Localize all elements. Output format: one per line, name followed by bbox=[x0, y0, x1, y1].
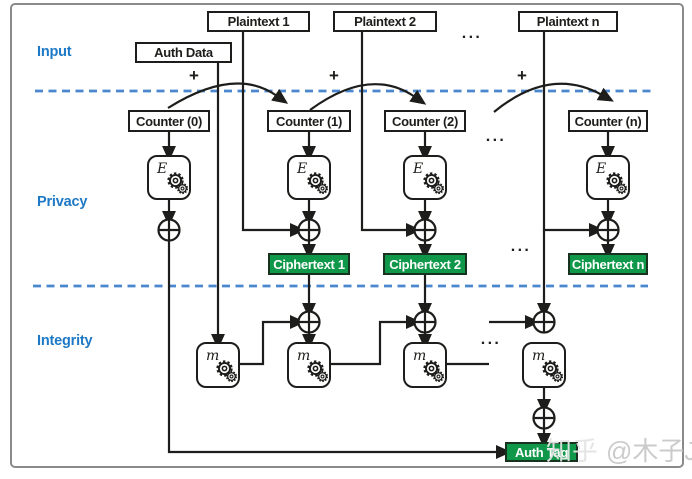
ciphertext-n-box: Ciphertext n bbox=[568, 253, 648, 275]
ellipsis: ··· bbox=[480, 335, 502, 352]
increment-arc-n bbox=[493, 82, 614, 113]
diagram-frame bbox=[10, 3, 684, 468]
encrypt-block-1: E bbox=[287, 155, 331, 200]
mac-letter: m bbox=[413, 348, 427, 364]
encrypt-block-n: E bbox=[586, 155, 630, 200]
mac-letter: m bbox=[206, 348, 220, 364]
m2-to-xor3 bbox=[331, 314, 422, 366]
section-label-privacy: Privacy bbox=[37, 194, 88, 210]
gear-icon bbox=[432, 182, 445, 195]
counter-0-box: Counter (0) bbox=[128, 110, 210, 132]
gear-icon bbox=[225, 370, 238, 383]
gear-icon bbox=[176, 182, 189, 195]
xor-icon bbox=[297, 218, 321, 242]
auth-tag-box: Auth Tag bbox=[505, 442, 578, 462]
mac-letter: m bbox=[532, 348, 546, 364]
section-label-integrity: Integrity bbox=[37, 333, 93, 349]
plaintext-1-box: Plaintext 1 bbox=[207, 11, 310, 32]
ciphertext-1-box: Ciphertext 1 bbox=[268, 253, 350, 275]
counter-n-box: Counter (n) bbox=[568, 110, 648, 132]
counter-2-box: Counter (2) bbox=[384, 110, 466, 132]
xor-icon bbox=[413, 310, 437, 334]
plaintext-n-box: Plaintext n bbox=[518, 11, 618, 32]
section-label-input: Input bbox=[37, 44, 72, 60]
watermark-handle: @木子J bbox=[606, 436, 692, 466]
ellipsis: ··· bbox=[461, 29, 483, 46]
auth-data-box: Auth Data bbox=[135, 42, 232, 63]
encrypt-letter: E bbox=[157, 161, 168, 177]
plus-sign: + bbox=[189, 66, 199, 85]
m1-to-xor2 bbox=[240, 314, 306, 366]
flow-arrows bbox=[161, 32, 616, 460]
xor-icon bbox=[413, 218, 437, 242]
gear-icon bbox=[551, 370, 564, 383]
plaintext2-line bbox=[360, 32, 422, 238]
plus-sign: + bbox=[329, 66, 339, 85]
encrypt-letter: E bbox=[297, 161, 308, 177]
plaintext-2-box: Plaintext 2 bbox=[333, 11, 437, 32]
increment-arc-1 bbox=[167, 82, 289, 109]
plus-sign: + bbox=[517, 66, 527, 85]
xor-icon bbox=[532, 310, 556, 334]
mac-block-3: m bbox=[403, 342, 447, 388]
encrypt-letter: E bbox=[596, 161, 607, 177]
counter-1-box: Counter (1) bbox=[267, 110, 351, 132]
s0-line bbox=[167, 241, 512, 460]
xor-icon bbox=[297, 310, 321, 334]
mac-block-1: m bbox=[196, 342, 240, 388]
ellipsis: ··· bbox=[485, 132, 507, 149]
gear-icon bbox=[316, 370, 329, 383]
gear-icon bbox=[432, 370, 445, 383]
plaintext1-line bbox=[241, 32, 306, 238]
xor-icon bbox=[532, 406, 556, 430]
mac-block-2: m bbox=[287, 342, 331, 388]
gear-icon bbox=[615, 182, 628, 195]
encrypt-block-0: E bbox=[147, 155, 191, 200]
encrypt-block-2: E bbox=[403, 155, 447, 200]
mac-letter: m bbox=[297, 348, 311, 364]
xor-icon bbox=[157, 218, 181, 242]
xor-icons bbox=[157, 218, 620, 430]
xor-icon bbox=[596, 218, 620, 242]
increment-arc-2 bbox=[309, 83, 427, 111]
ciphertext-2-box: Ciphertext 2 bbox=[383, 253, 467, 275]
zhihu-watermark: 知乎@木子J bbox=[546, 437, 692, 465]
ellipsis: ··· bbox=[510, 242, 532, 259]
watermark-brand: 知乎 bbox=[546, 436, 599, 466]
encrypt-letter: E bbox=[413, 161, 424, 177]
mac-block-n: m bbox=[522, 342, 566, 388]
gear-icon bbox=[316, 182, 329, 195]
